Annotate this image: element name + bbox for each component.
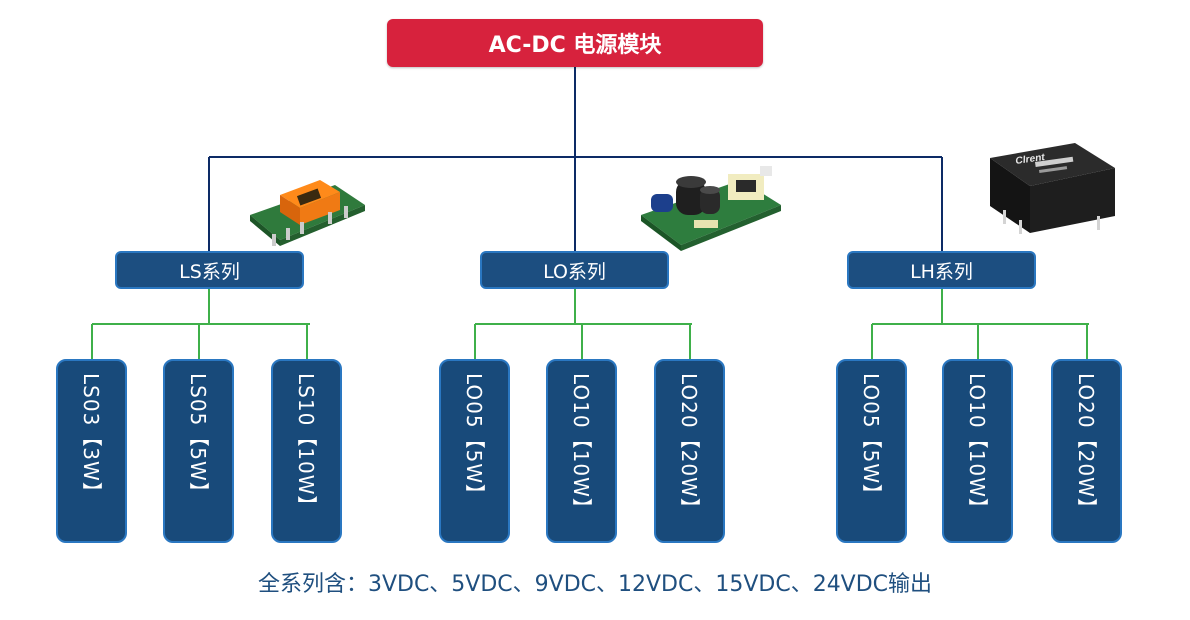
series-label: LH系列 (910, 260, 973, 283)
model-label: LS05【5W】 (186, 373, 210, 503)
model-label: LO20【20W】 (677, 373, 701, 519)
series-box-lh: LH系列 (847, 251, 1036, 289)
output-voltage-note: 全系列含：3VDC、5VDC、9VDC、12VDC、15VDC、24VDC输出 (257, 572, 933, 597)
model-label: LS10【10W】 (294, 373, 318, 517)
model-label: LO10【10W】 (569, 373, 593, 519)
model-box-lo20: LO20【20W】 (654, 359, 725, 543)
model-label: LO05【5W】 (462, 373, 486, 506)
ls-series-module-photo (250, 180, 365, 246)
lo-series-module-photo (641, 166, 781, 251)
model-box-ls03: LS03【3W】 (56, 359, 127, 543)
model-box-lo10: LO10【10W】 (546, 359, 617, 543)
model-label: LO05【5W】 (859, 373, 883, 506)
model-label: LS03【3W】 (79, 373, 103, 503)
main-connectors (208, 67, 943, 251)
model-box-lh-05: LO05【5W】 (836, 359, 907, 543)
root-title-box: AC-DC 电源模块 (387, 19, 763, 67)
root-title: AC-DC 电源模块 (488, 33, 662, 58)
lh-series-module-photo: Clrent (990, 143, 1115, 234)
model-box-lh-10: LO10【10W】 (942, 359, 1013, 543)
series-box-lo: LO系列 (480, 251, 669, 289)
model-box-ls05: LS05【5W】 (163, 359, 234, 543)
series-label: LO系列 (543, 260, 606, 283)
model-label: LO20【20W】 (1074, 373, 1098, 519)
series-box-ls: LS系列 (115, 251, 304, 289)
model-label: LO10【10W】 (965, 373, 989, 519)
model-box-lo05: LO05【5W】 (439, 359, 510, 543)
series-label: LS系列 (179, 260, 240, 283)
model-box-ls10: LS10【10W】 (271, 359, 342, 543)
model-box-lh-20: LO20【20W】 (1051, 359, 1122, 543)
branch-connectors (91, 289, 1089, 359)
